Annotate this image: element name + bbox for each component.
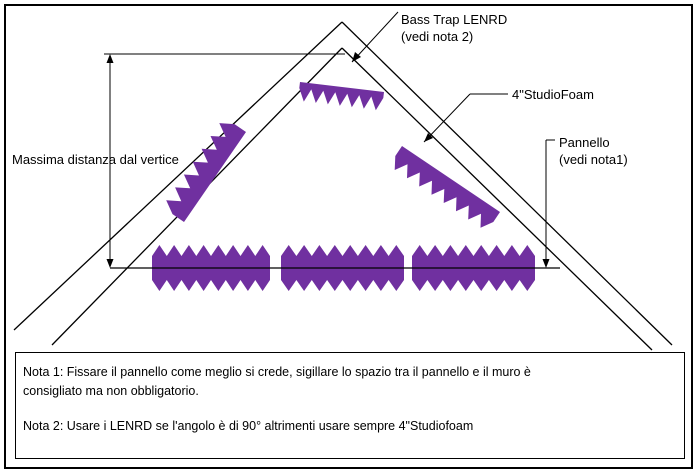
left-wall-foam (166, 123, 246, 222)
pannello-label-line2: (vedi nota1) (559, 152, 628, 167)
left-wall-outer (13, 21, 343, 331)
pannello-arrow-icon (542, 259, 550, 268)
distance-label: Massima distanza dal vertice (12, 152, 179, 167)
notes-box: Nota 1: Fissare il pannello come meglio … (15, 352, 685, 459)
right-wall-outer (341, 21, 673, 346)
note-2: Nota 2: Usare i LENRD se l'angolo è di 9… (23, 419, 474, 433)
pannello-label-line1: Pannello (559, 135, 610, 150)
bass-trap-label: Bass Trap LENRD (vedi nota 2) (401, 11, 507, 45)
studiofoam-label: 4"StudioFoam (512, 87, 594, 102)
note-1-line-2: consigliato ma non obbligatorio. (23, 384, 199, 398)
arrow-up-icon (106, 54, 114, 63)
studiofoam-arrow-icon (424, 133, 433, 142)
bass-trap-arrow-icon (352, 52, 361, 62)
arrow-down-icon (106, 259, 114, 268)
right-wall-foam (394, 146, 500, 228)
right-wall-inner (341, 47, 653, 351)
bass-trap-label-line1: Bass Trap LENRD (401, 12, 508, 27)
pannello-label: Pannello (vedi nota1) (559, 134, 628, 168)
walls (13, 21, 673, 351)
leaders (351, 11, 555, 268)
foam-group (152, 82, 535, 291)
bass-trap-label-line2: (vedi nota 2) (401, 29, 474, 44)
distance-dimension (104, 53, 345, 268)
bass-trap-foam (299, 82, 384, 111)
note-1-line-1: Nota 1: Fissare il pannello come meglio … (23, 365, 531, 379)
